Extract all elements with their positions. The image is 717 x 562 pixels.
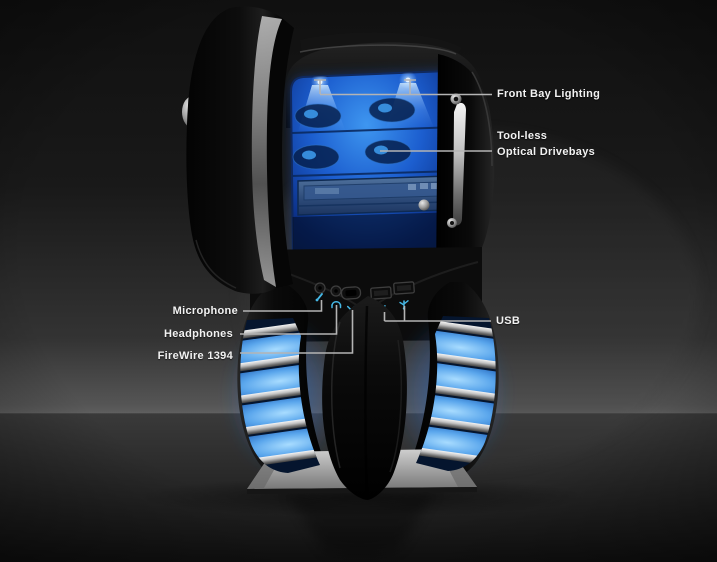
firewire-leader xyxy=(240,310,354,354)
headphones-label: Headphones xyxy=(163,328,233,340)
headphones-leader xyxy=(240,305,338,335)
front-bay-lighting-label: Front Bay Lighting xyxy=(497,88,601,100)
firewire-label: FireWire 1394 xyxy=(157,350,233,362)
usb-label: USB xyxy=(496,315,521,327)
usb-leader xyxy=(383,306,491,322)
microphone-label: Microphone xyxy=(172,305,238,317)
microphone-leader xyxy=(243,300,323,312)
front-bay-lighting-leader xyxy=(314,79,492,96)
toolless-optical-drivebays-label: Tool-less Optical Drivebays xyxy=(497,130,596,158)
leader-lines xyxy=(240,79,492,354)
